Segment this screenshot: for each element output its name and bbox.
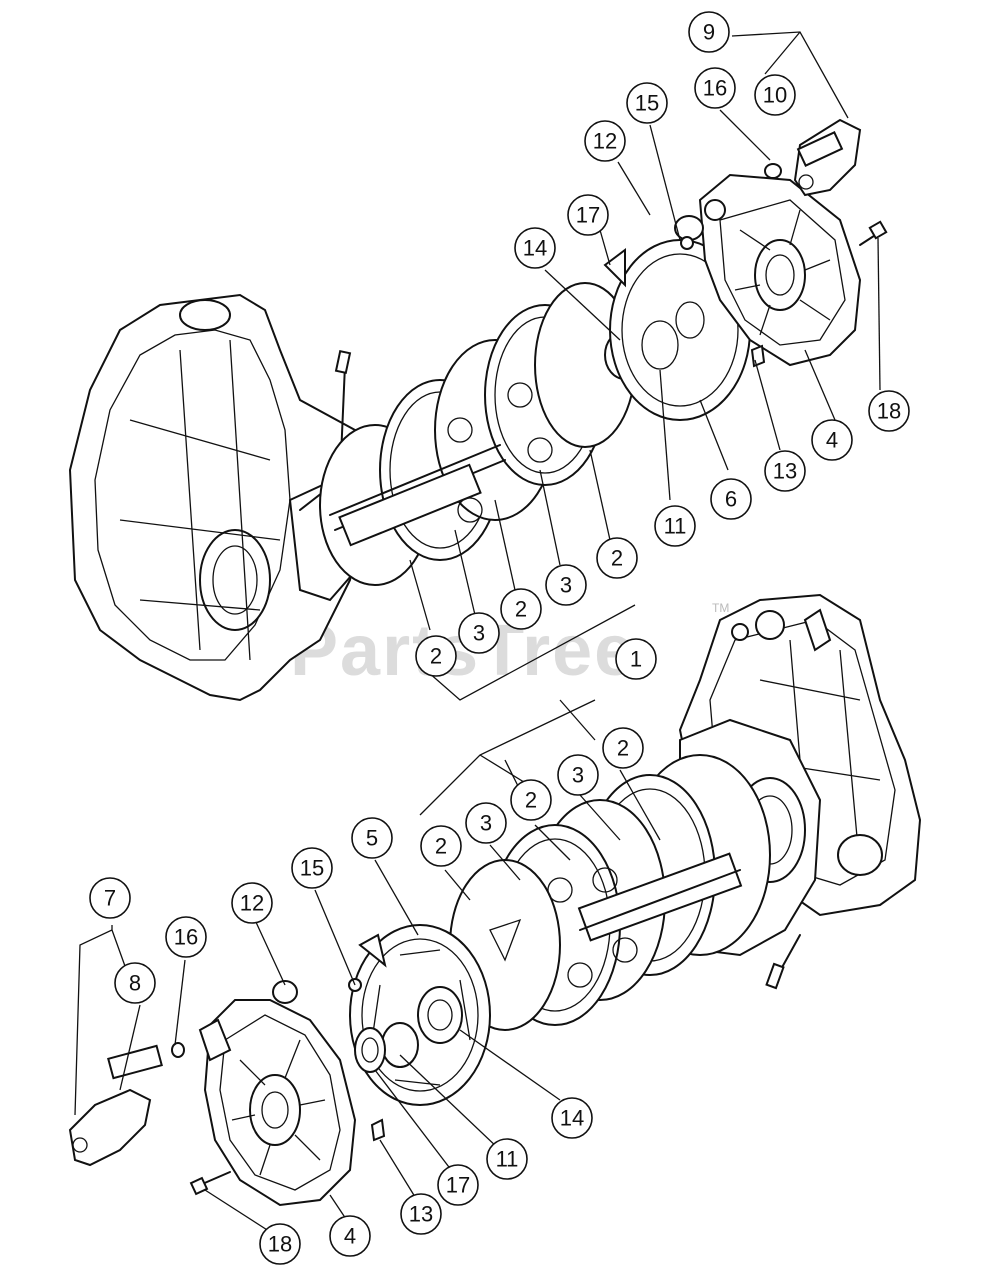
svg-text:9: 9: [703, 20, 715, 45]
callout-18[interactable]: 18: [259, 1223, 301, 1265]
svg-text:10: 10: [763, 83, 787, 108]
svg-text:17: 17: [576, 203, 600, 228]
callout-6[interactable]: 6: [710, 478, 752, 520]
svg-text:2: 2: [515, 597, 527, 622]
svg-text:18: 18: [268, 1232, 292, 1257]
leader-lines: [74, 31, 881, 1236]
svg-text:2: 2: [525, 788, 537, 813]
svg-text:15: 15: [635, 91, 659, 116]
callout-1[interactable]: 1: [615, 638, 657, 680]
svg-text:2: 2: [435, 834, 447, 859]
upper-clutch-plates: [319, 282, 636, 586]
svg-text:12: 12: [593, 129, 617, 154]
callout-2[interactable]: 2: [500, 588, 542, 630]
svg-text:17: 17: [446, 1173, 470, 1198]
svg-text:18: 18: [877, 399, 901, 424]
callout-8[interactable]: 8: [114, 962, 156, 1004]
callout-10[interactable]: 10: [754, 74, 796, 116]
svg-text:6: 6: [725, 487, 737, 512]
svg-text:3: 3: [572, 763, 584, 788]
callout-2[interactable]: 2: [420, 825, 462, 867]
callout-4[interactable]: 4: [811, 419, 853, 461]
callout-18[interactable]: 18: [868, 390, 910, 432]
callout-13[interactable]: 13: [400, 1193, 442, 1235]
svg-text:4: 4: [344, 1224, 356, 1249]
svg-text:4: 4: [826, 428, 838, 453]
callout-11[interactable]: 11: [654, 505, 696, 547]
callout-14[interactable]: 14: [551, 1097, 593, 1139]
svg-text:15: 15: [300, 856, 324, 881]
svg-text:2: 2: [430, 644, 442, 669]
svg-text:14: 14: [523, 236, 547, 261]
callout-16[interactable]: 16: [694, 67, 736, 109]
lower-clutch-plates: [449, 754, 771, 1031]
watermark-tm: TM: [712, 601, 729, 615]
callout-11[interactable]: 11: [486, 1138, 528, 1180]
bolt-upper: [859, 220, 888, 246]
callout-2[interactable]: 2: [602, 727, 644, 769]
svg-text:8: 8: [129, 971, 141, 996]
callout-13[interactable]: 13: [764, 450, 806, 492]
svg-text:2: 2: [611, 546, 623, 571]
dowel-pin-upper: [750, 344, 766, 368]
callout-2[interactable]: 2: [415, 635, 457, 677]
svg-text:16: 16: [174, 925, 198, 950]
callout-14[interactable]: 14: [514, 227, 556, 269]
callout-4[interactable]: 4: [329, 1215, 371, 1257]
callout-2[interactable]: 2: [596, 537, 638, 579]
callout-15[interactable]: 15: [291, 847, 333, 889]
svg-text:2: 2: [617, 736, 629, 761]
lever-arm-lower: [68, 1044, 163, 1167]
callout-16[interactable]: 16: [165, 916, 207, 958]
callout-12[interactable]: 12: [231, 882, 273, 924]
upper-right-cover: [674, 163, 862, 367]
lower-left-cover: [171, 980, 386, 1207]
svg-text:3: 3: [560, 573, 572, 598]
svg-text:13: 13: [773, 459, 797, 484]
svg-text:3: 3: [480, 811, 492, 836]
callout-3[interactable]: 3: [545, 564, 587, 606]
svg-text:11: 11: [496, 1147, 519, 1172]
callout-5[interactable]: 5: [351, 817, 393, 859]
callout-7[interactable]: 7: [89, 877, 131, 919]
callout-12[interactable]: 12: [584, 120, 626, 162]
svg-text:12: 12: [240, 891, 264, 916]
callout-3[interactable]: 3: [458, 612, 500, 654]
svg-text:13: 13: [409, 1202, 433, 1227]
svg-text:7: 7: [104, 886, 116, 911]
callout-15[interactable]: 15: [626, 82, 668, 124]
callout-9[interactable]: 9: [688, 11, 730, 53]
callout-17[interactable]: 17: [437, 1164, 479, 1206]
svg-text:11: 11: [664, 514, 687, 539]
svg-text:5: 5: [366, 826, 378, 851]
svg-text:14: 14: [560, 1106, 584, 1131]
svg-text:1: 1: [630, 647, 642, 672]
callout-3[interactable]: 3: [465, 802, 507, 844]
lever-arm-upper: [793, 118, 862, 197]
svg-text:16: 16: [703, 76, 727, 101]
callout-2[interactable]: 2: [510, 779, 552, 821]
svg-text:3: 3: [473, 621, 485, 646]
callout-17[interactable]: 17: [567, 194, 609, 236]
callout-3[interactable]: 3: [557, 754, 599, 796]
lower-bearing-cover: [348, 924, 491, 1106]
